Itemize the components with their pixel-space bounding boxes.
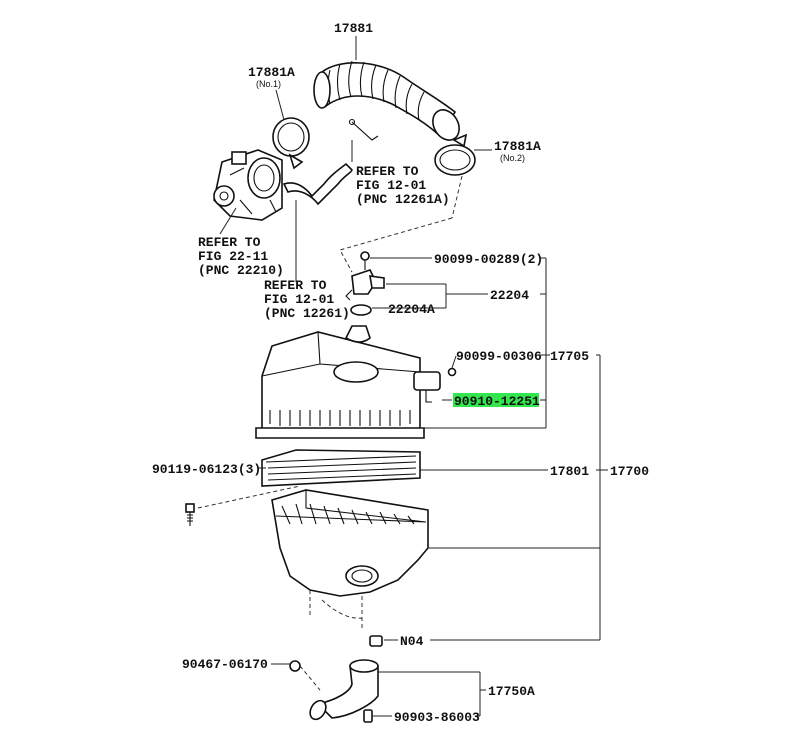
leader-lines [197, 36, 608, 717]
label-17801[interactable]: 17801 [550, 464, 589, 479]
air-flow-meter-22204[interactable] [345, 269, 385, 301]
label-refer-b-3[interactable]: (PNC 22210) [198, 263, 284, 278]
highlight-box [453, 393, 539, 407]
inlet-duct-17750a[interactable] [307, 659, 379, 722]
air-cleaner-case[interactable] [271, 489, 429, 628]
hose-clamp-no1[interactable] [272, 117, 310, 170]
label-17881a-no1-note: (No.1) [256, 79, 281, 89]
label-90099-00306[interactable]: 90099-00306 [456, 349, 542, 364]
gasket-22204a[interactable] [350, 304, 372, 316]
clip-90903-86003[interactable] [363, 709, 373, 723]
throttle-body[interactable] [213, 149, 283, 221]
bolt-90119-06123[interactable] [185, 503, 195, 526]
label-90099-00289[interactable]: 90099-00289(2) [434, 252, 543, 267]
bolt-90467-06170[interactable] [289, 660, 301, 672]
label-17881[interactable]: 17881 [334, 21, 373, 36]
label-90903-86003[interactable]: 90903-86003 [394, 710, 480, 725]
label-refer-c-3[interactable]: (PNC 12261) [264, 306, 350, 321]
label-17700[interactable]: 17700 [610, 464, 649, 479]
hose-clamp-no2[interactable] [434, 133, 476, 176]
air-cleaner-cap-17705[interactable] [255, 325, 425, 439]
label-refer-b-2: FIG 22-11 [198, 249, 268, 264]
label-90910-12251[interactable]: 90910-12251 [454, 394, 540, 409]
part-labels: 17881 17881A (No.1) 17881A (No.2) REFER … [152, 21, 649, 725]
label-refer-a-1: REFER TO [356, 164, 419, 179]
label-17705[interactable]: 17705 [550, 349, 589, 364]
label-refer-c-2: FIG 12-01 [264, 292, 334, 307]
label-90119-06123[interactable]: 90119-06123(3) [152, 462, 261, 477]
vacuum-fitting [348, 118, 379, 141]
label-22204[interactable]: 22204 [490, 288, 529, 303]
air-filter-element-17801[interactable] [261, 449, 421, 487]
label-refer-b-1: REFER TO [198, 235, 261, 250]
label-17750a[interactable]: 17750A [488, 684, 535, 699]
screw-90099-00289[interactable] [360, 251, 370, 270]
vsv-valve-90910-12251[interactable] [413, 367, 457, 403]
bent-hose[interactable] [282, 162, 353, 206]
label-refer-c-1: REFER TO [264, 278, 327, 293]
label-17881a-no2-note: (No.2) [500, 153, 525, 163]
label-refer-a-2: FIG 12-01 [356, 178, 426, 193]
label-17881a-no2[interactable]: 17881A [494, 139, 541, 154]
label-17881a-no1[interactable]: 17881A [248, 65, 295, 80]
label-90467-06170[interactable]: 90467-06170 [182, 657, 268, 672]
air-hose-17881[interactable] [313, 60, 464, 145]
label-n04[interactable]: N04 [400, 634, 424, 649]
grommet-n04[interactable] [369, 635, 383, 647]
label-22204a[interactable]: 22204A [388, 302, 435, 317]
label-refer-a-3[interactable]: (PNC 12261A) [356, 192, 450, 207]
